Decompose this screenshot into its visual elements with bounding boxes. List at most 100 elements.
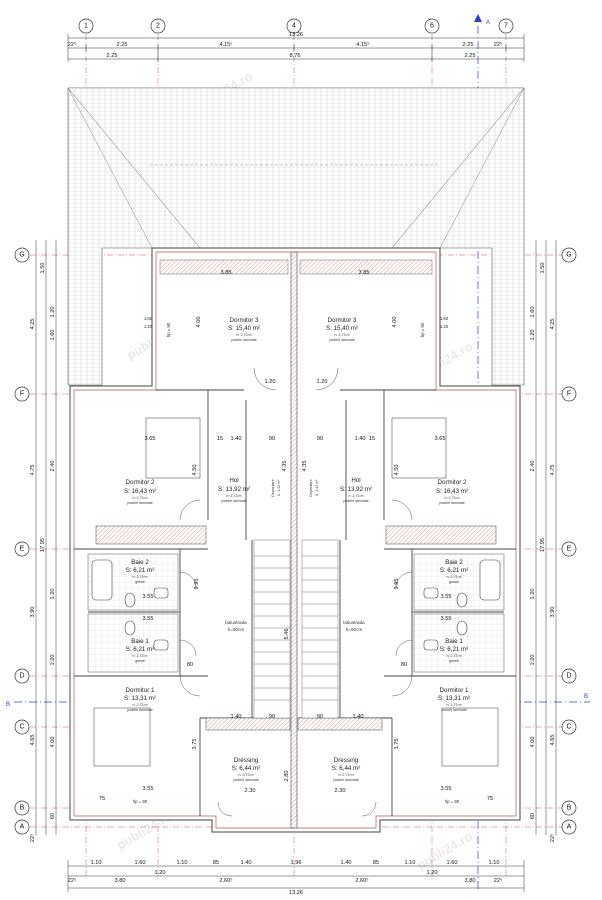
right-axis-markers: G F E D C B A B <box>561 247 588 835</box>
dim-label: 1.20 <box>530 330 536 341</box>
dim-label: 1.40 <box>231 714 242 720</box>
dim-label: 85 <box>373 860 379 866</box>
window-dim: 1.60 <box>440 316 449 321</box>
room-name: Baie 1 <box>445 638 463 645</box>
dim-label: 2.80 <box>284 771 290 782</box>
room-area: S: 6,44 m² <box>232 765 261 772</box>
room-dormitor1-right: Dormitor 1 S: 13,31 m² h: 2,73 m podele … <box>438 687 470 712</box>
dim-label: 22⁵ <box>29 834 36 843</box>
dim-label: 1.96 <box>291 860 302 866</box>
axis-label: E <box>20 546 25 553</box>
dim-label: 1.20 <box>155 870 166 876</box>
section-marker: B <box>584 694 588 700</box>
dim-label: 4.15⁵ <box>219 41 232 48</box>
room-floor: gresie <box>135 659 145 663</box>
dim-label: 13.26 <box>289 32 303 38</box>
room-height: h: 2,73 m <box>133 496 148 500</box>
room-hol-left: Hol S: 13,92 m² h: 2,73 m podele laminat… <box>218 477 250 503</box>
dim-label: 3.75 <box>192 739 198 750</box>
room-depozitare-right: Depozitare S: 1,42 m² <box>309 479 319 497</box>
room-area: S: 6,21 m² <box>440 567 469 574</box>
dim-label: 2.25 <box>117 42 128 48</box>
dim-label: 3.90 <box>550 607 556 618</box>
room-area: S: 1,42 m² <box>315 479 319 496</box>
room-area: S: 6,21 m² <box>126 646 155 653</box>
section-marker: B <box>6 702 10 708</box>
top-dimensions <box>67 34 525 62</box>
room-floor: podele laminate <box>231 338 256 342</box>
hatched-wall-segments <box>95 259 497 731</box>
room-area: S: 13,31 m² <box>438 695 470 702</box>
room-baie1-left: Baie 1 S: 6,21 m² h: 2,73 m gresie <box>126 638 155 663</box>
dim-label: 3.55 <box>441 594 452 600</box>
room-area: S: 1,42 m² <box>277 479 281 496</box>
room-height: h: 2,73 m <box>227 494 242 498</box>
dim-label: 1.50 <box>540 263 546 274</box>
dim-label: 22⁵ <box>549 834 556 843</box>
left-dimension-text: 4.25 4.75 3.90 4.65 22⁵ 1.50 17.95 1.20 … <box>29 263 56 843</box>
room-dressing-left: Dressing S: 6,44 m² h: 2,73 m podele lam… <box>232 757 261 782</box>
room-height: h: 2,73 m <box>237 333 252 337</box>
room-height: h: 2,73 m <box>445 496 460 500</box>
room-area: S: 15,40 m² <box>228 325 260 332</box>
dim-label: 1.20 <box>427 870 438 876</box>
dim-label: 90 <box>317 714 323 720</box>
dim-label: 4.00 <box>50 737 56 748</box>
room-name: Hol <box>351 477 360 484</box>
room-baie1-right: Baie 1 S: 6,21 m² h: 2,73 m gresie <box>440 638 469 663</box>
section-marker: A <box>486 20 490 26</box>
room-hol-right: Hol S: 13,92 m² h: 2,73 m podele laminat… <box>340 477 372 503</box>
room-dressing-right: Dressing S: 6,44 m² h: 2,73 m podele lam… <box>332 757 361 782</box>
room-height: h: 2,73 m <box>239 773 254 777</box>
window-dim: 1.60 <box>144 316 153 321</box>
room-name: Dormitor 1 <box>440 687 469 694</box>
room-dormitor2-left: Dormitor 2 S: 16,43 m² h: 2,73 m podele … <box>124 479 156 505</box>
room-height: h: 2,73 m <box>447 703 462 707</box>
dim-label: 90 <box>317 436 323 442</box>
balustrade-label: balustrada <box>225 620 247 625</box>
dim-label: 22⁵ <box>494 41 503 48</box>
hp-label: hp = 90 <box>133 799 148 804</box>
axis-label: F <box>20 391 24 398</box>
room-height: h: 2,73 m <box>133 654 148 658</box>
room-dormitor3-right: Dormitor 3 S: 15,40 m² h: 2,73 m podele … <box>326 317 358 342</box>
dim-label: 4.65 <box>550 735 556 746</box>
dim-label: 1.20 <box>530 589 536 600</box>
dim-label: 1.20 <box>317 379 328 385</box>
room-floor: gresie <box>449 659 459 663</box>
dim-label: 2.40 <box>50 461 56 472</box>
dim-label: 3.80 <box>115 878 126 884</box>
axis-label: 1 <box>84 23 88 30</box>
window-dim: 1.20 <box>144 324 153 329</box>
balustrade-labels: balustrada h=90cm balustrada h=90cm <box>225 620 365 632</box>
stair-treads <box>253 539 339 719</box>
dim-label: 3.80 <box>465 878 476 884</box>
dim-label: 15 <box>217 436 223 442</box>
room-area: S: 15,40 m² <box>326 325 358 332</box>
room-floor: podele laminate <box>221 499 246 503</box>
dim-label: 2.40 <box>530 461 536 472</box>
dim-label: 1.10 <box>489 860 500 866</box>
dim-label: 1.40 <box>231 436 242 442</box>
room-area: S: 13,31 m² <box>124 695 156 702</box>
dim-label: 9.95 <box>394 579 400 590</box>
dim-label: 17.95 <box>540 538 546 552</box>
axis-label: D <box>19 673 24 680</box>
roof-plan <box>67 87 525 386</box>
dim-label: 3.65 <box>145 436 156 442</box>
balustrade-height: h=90cm <box>228 627 245 632</box>
room-name: Depozitare <box>309 479 313 496</box>
dim-label: 1.60 <box>135 860 146 866</box>
dim-label: 2.25 <box>465 53 476 59</box>
room-dormitor2-right: Dormitor 2 S: 16,43 m² h: 2,73 m podele … <box>436 479 468 505</box>
room-area: S: 16,43 m² <box>436 488 468 495</box>
room-baie2-right: Baie 2 S: 6,21 m² h: 2,73 m gresie <box>440 559 469 584</box>
room-name: Baie 2 <box>445 559 463 566</box>
right-dimension-text: 4.25 4.75 3.90 4.65 22⁵ 1.50 17.95 1.60 … <box>530 263 556 843</box>
room-name: Dormitor 3 <box>230 317 259 324</box>
dim-label: 1.10 <box>91 860 102 866</box>
dim-label: 1.20 <box>265 379 276 385</box>
room-name: Dormitor 2 <box>126 479 155 486</box>
dim-label: 80 <box>187 662 193 668</box>
dim-label: 1.20 <box>50 589 56 600</box>
